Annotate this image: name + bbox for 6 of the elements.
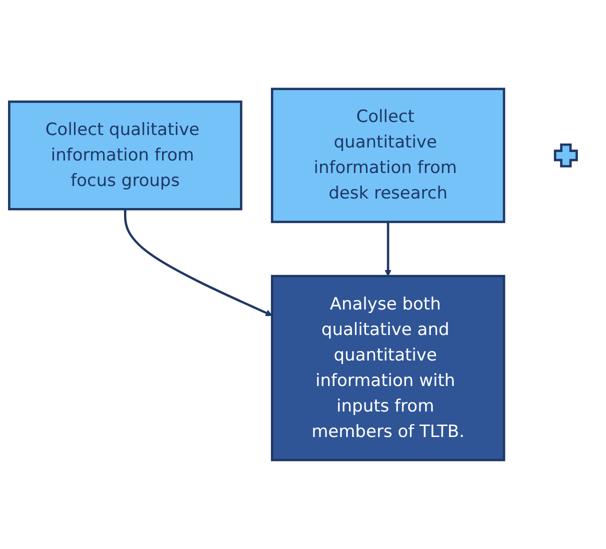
arrow — [384, 222, 392, 276]
node-plus — [554, 143, 578, 168]
node-box: Analyse both qualitative and quantitative information with inputs from members of TLTB. — [270, 274, 506, 462]
node-box: Collect qualitative information from focus groups — [8, 100, 242, 210]
node-box: Collect quantitative information from desk research — [270, 88, 506, 224]
arrow — [124, 209, 272, 316]
